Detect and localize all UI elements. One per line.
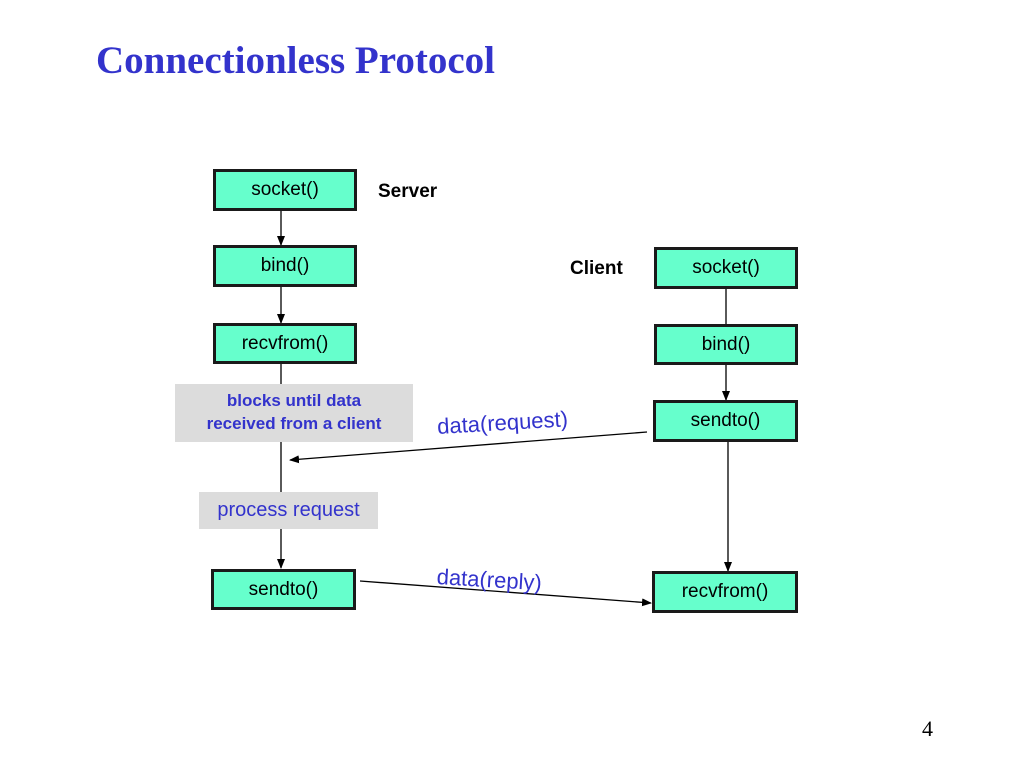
- server-label: Server: [378, 181, 438, 202]
- page-number: 4: [922, 716, 933, 741]
- server-sendto-box: sendto(): [211, 569, 356, 610]
- blocks-note-line-2: received from a client: [206, 414, 382, 433]
- blocks-note-line-1: blocks until data: [226, 391, 362, 411]
- client-bind-box: bind(): [654, 324, 798, 365]
- server-bind-box: bind(): [213, 245, 357, 287]
- client-sendto-box: sendto(): [653, 400, 798, 442]
- client-label: Client: [570, 258, 623, 279]
- client-recvfrom-box: recvfrom(): [652, 571, 798, 613]
- client-socket-box: socket(): [654, 247, 798, 289]
- reply-arrow: [359, 580, 652, 607]
- request-arrow: [289, 431, 648, 464]
- server-recvfrom-box: recvfrom(): [213, 323, 357, 364]
- blocks-until-data-note: blocks until data received from a client: [175, 384, 413, 442]
- process-request-note: process request: [199, 492, 378, 529]
- slide-title: Connectionless Protocol: [96, 39, 495, 82]
- server-socket-box: socket(): [213, 169, 357, 211]
